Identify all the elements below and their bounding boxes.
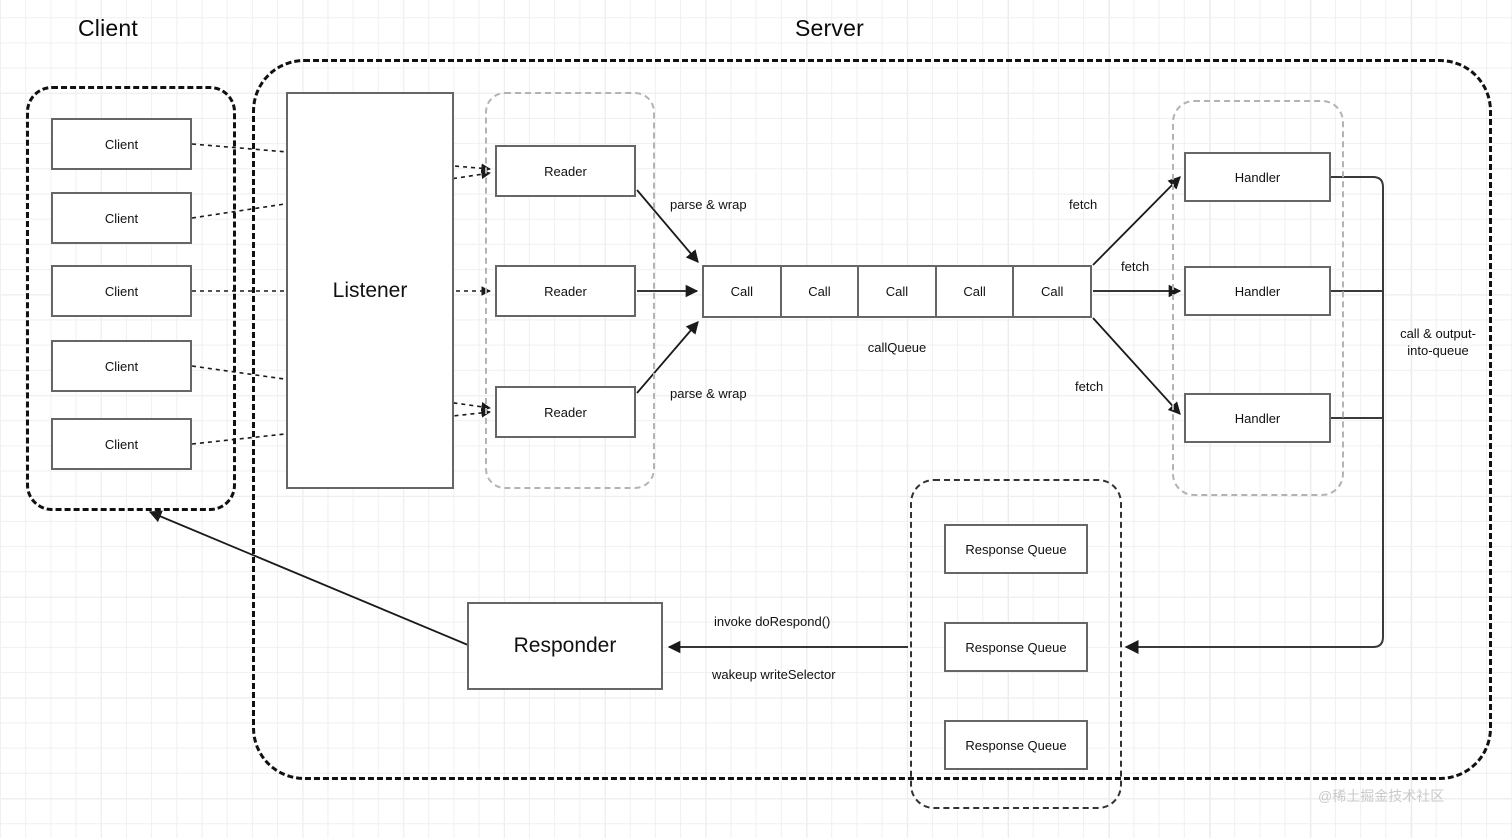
- edge-label-fetch-top: fetch: [1069, 197, 1098, 212]
- call-queue-cell[interactable]: Call: [937, 267, 1015, 316]
- client-node[interactable]: Client: [51, 265, 192, 317]
- client-node[interactable]: Client: [51, 192, 192, 244]
- handler-node[interactable]: Handler: [1184, 266, 1331, 316]
- edge-label-invoke-dorespond: invoke doRespond(): [714, 614, 831, 629]
- handler-node[interactable]: Handler: [1184, 152, 1331, 202]
- reader-node[interactable]: Reader: [495, 265, 636, 317]
- response-queue-node[interactable]: Response Queue: [944, 622, 1088, 672]
- call-queue: Call Call Call Call Call: [702, 265, 1092, 318]
- client-zone-title: Client: [78, 15, 139, 41]
- response-queue-pool-boundary: [910, 479, 1122, 809]
- handler-pool-boundary: [1172, 100, 1344, 496]
- client-node[interactable]: Client: [51, 340, 192, 392]
- edge-label-parse-wrap-bottom: parse & wrap: [670, 386, 747, 401]
- client-node[interactable]: Client: [51, 118, 192, 170]
- edge-label-parse-wrap-top: parse & wrap: [670, 197, 747, 212]
- responder-node[interactable]: Responder: [467, 602, 663, 690]
- response-queue-node[interactable]: Response Queue: [944, 720, 1088, 770]
- edge-label-fetch-middle: fetch: [1121, 259, 1150, 274]
- call-queue-cell[interactable]: Call: [782, 267, 860, 316]
- client-group-boundary: [26, 86, 236, 511]
- call-queue-cell[interactable]: Call: [859, 267, 937, 316]
- reader-pool-boundary: [485, 92, 655, 489]
- watermark: @稀土掘金技术社区: [1318, 788, 1445, 804]
- call-queue-cell[interactable]: Call: [704, 267, 782, 316]
- edge-label-call-and-output-into-queue: call & output- into-queue: [1400, 326, 1476, 358]
- call-queue-label: callQueue: [867, 340, 927, 355]
- response-queue-node[interactable]: Response Queue: [944, 524, 1088, 574]
- reader-node[interactable]: Reader: [495, 386, 636, 438]
- edge-label-fetch-bottom: fetch: [1075, 379, 1104, 394]
- handler-node[interactable]: Handler: [1184, 393, 1331, 443]
- reader-node[interactable]: Reader: [495, 145, 636, 197]
- server-group-boundary: [252, 59, 1492, 780]
- listener-node[interactable]: Listener: [286, 92, 454, 489]
- call-queue-cell[interactable]: Call: [1040, 284, 1064, 299]
- server-zone-title: Server: [795, 15, 864, 41]
- client-node[interactable]: Client: [51, 418, 192, 470]
- edge-label-wakeup-writeselector: wakeup writeSelector: [712, 667, 836, 682]
